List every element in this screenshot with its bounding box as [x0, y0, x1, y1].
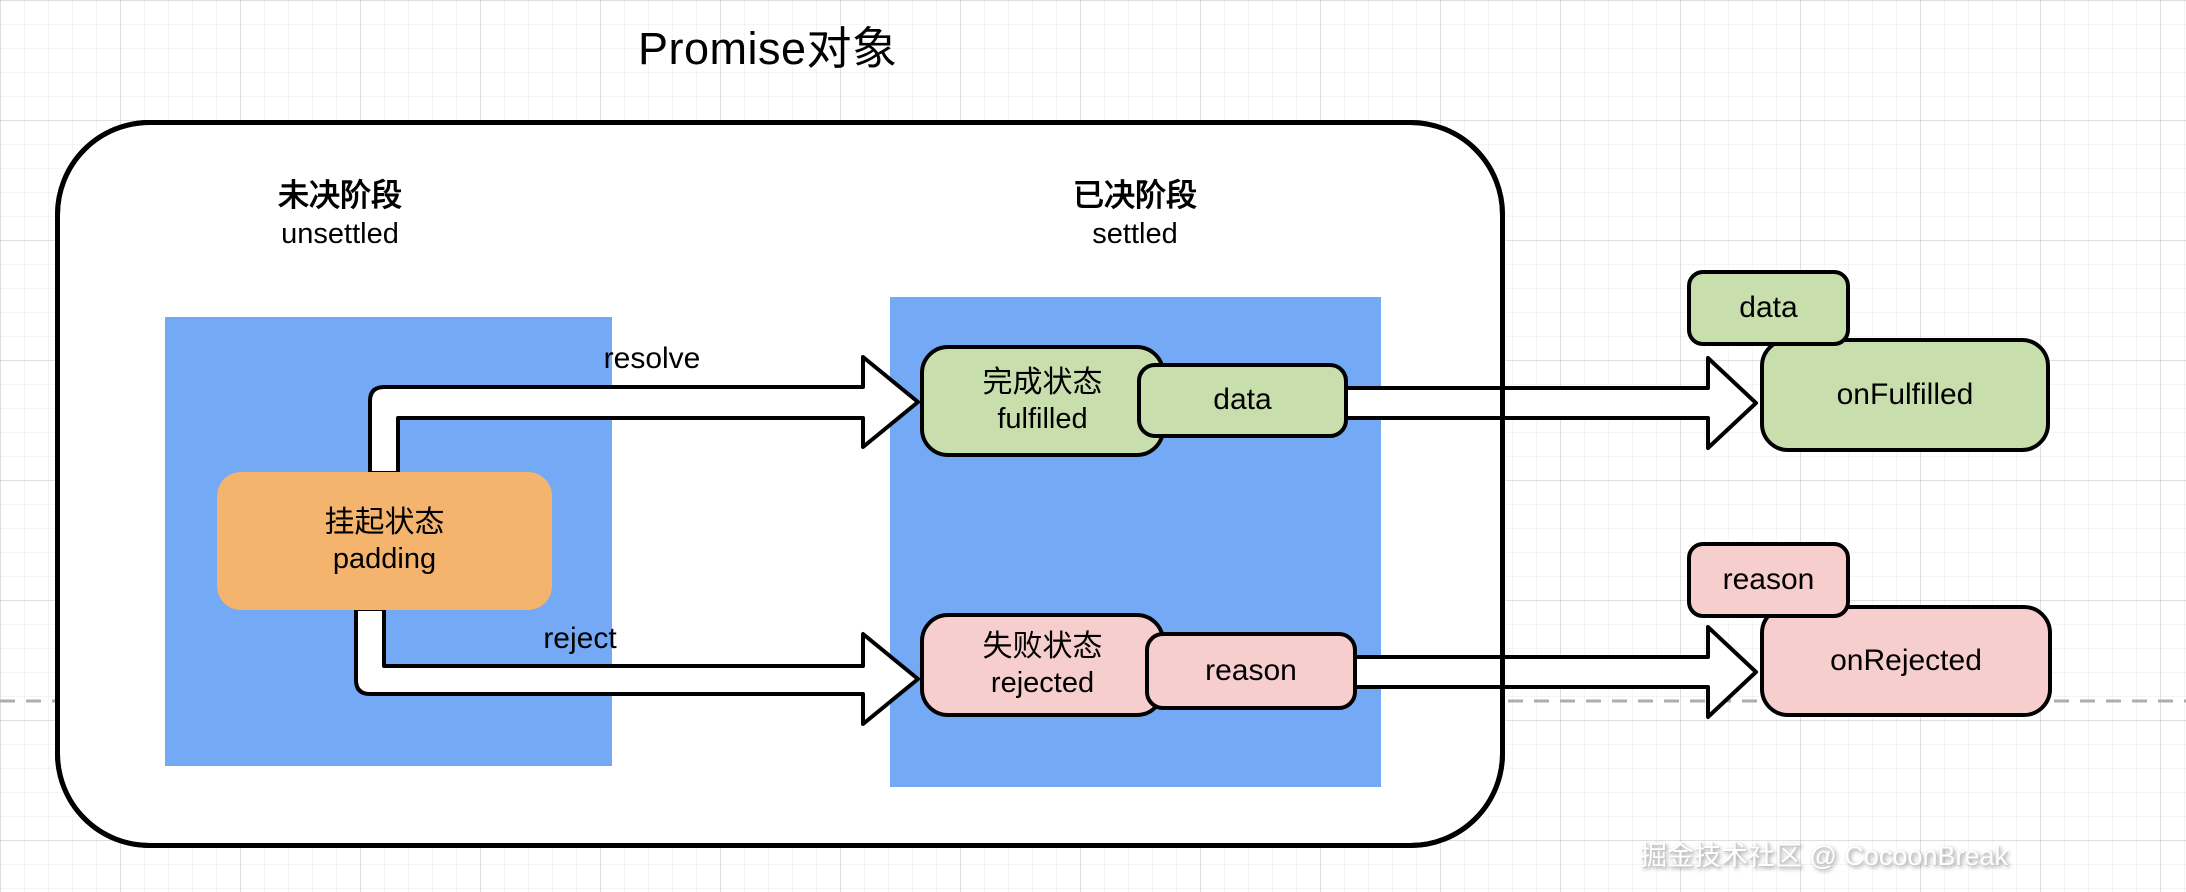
- rejected-state-label-en: rejected: [990, 666, 1095, 699]
- rejected-state-node: 失败状态 rejected: [920, 613, 1165, 717]
- fulfilled-state-label-zh: 完成状态: [982, 366, 1103, 400]
- settled-stage-label-en: settled: [1092, 218, 1178, 250]
- unsettled-stage-label: 未决阶段 unsettled: [190, 176, 490, 252]
- reason-output-node: reason: [1687, 542, 1850, 618]
- fulfilled-state-label-en: fulfilled: [997, 402, 1088, 435]
- promise-container-border: [55, 120, 1505, 848]
- unsettled-stage-label-zh: 未决阶段: [278, 178, 402, 213]
- reason-attached-node: reason: [1145, 632, 1357, 710]
- reject-arrow: [354, 607, 920, 726]
- onrejected-callback-node: onRejected: [1760, 605, 2052, 717]
- reject-arrow-label: reject: [543, 622, 617, 655]
- resolve-arrow: [368, 355, 920, 475]
- onfulfilled-callback-node: onFulfilled: [1760, 338, 2050, 452]
- watermark: 掘金技术社区 @ CocoonBreak: [1639, 841, 2008, 871]
- reason-to-onrejected-arrow: [1348, 625, 1758, 719]
- settled-stage-label-zh: 已决阶段: [1073, 178, 1197, 213]
- rejected-state-label-zh: 失败状态: [982, 630, 1103, 664]
- data-attached-node: data: [1137, 363, 1348, 438]
- data-to-onfulfilled-arrow: [1338, 356, 1758, 450]
- fulfilled-state-node: 完成状态 fulfilled: [920, 345, 1165, 457]
- pending-state-label-en: padding: [332, 542, 437, 575]
- pending-state-node: 挂起状态 padding: [217, 472, 552, 610]
- diagram-title: Promise对象: [638, 23, 898, 74]
- data-output-node: data: [1687, 270, 1850, 346]
- unsettled-stage-label-en: unsettled: [281, 218, 399, 250]
- pending-state-label-zh: 挂起状态: [324, 506, 445, 540]
- resolve-arrow-label: resolve: [603, 342, 701, 375]
- settled-stage-label: 已决阶段 settled: [985, 176, 1285, 252]
